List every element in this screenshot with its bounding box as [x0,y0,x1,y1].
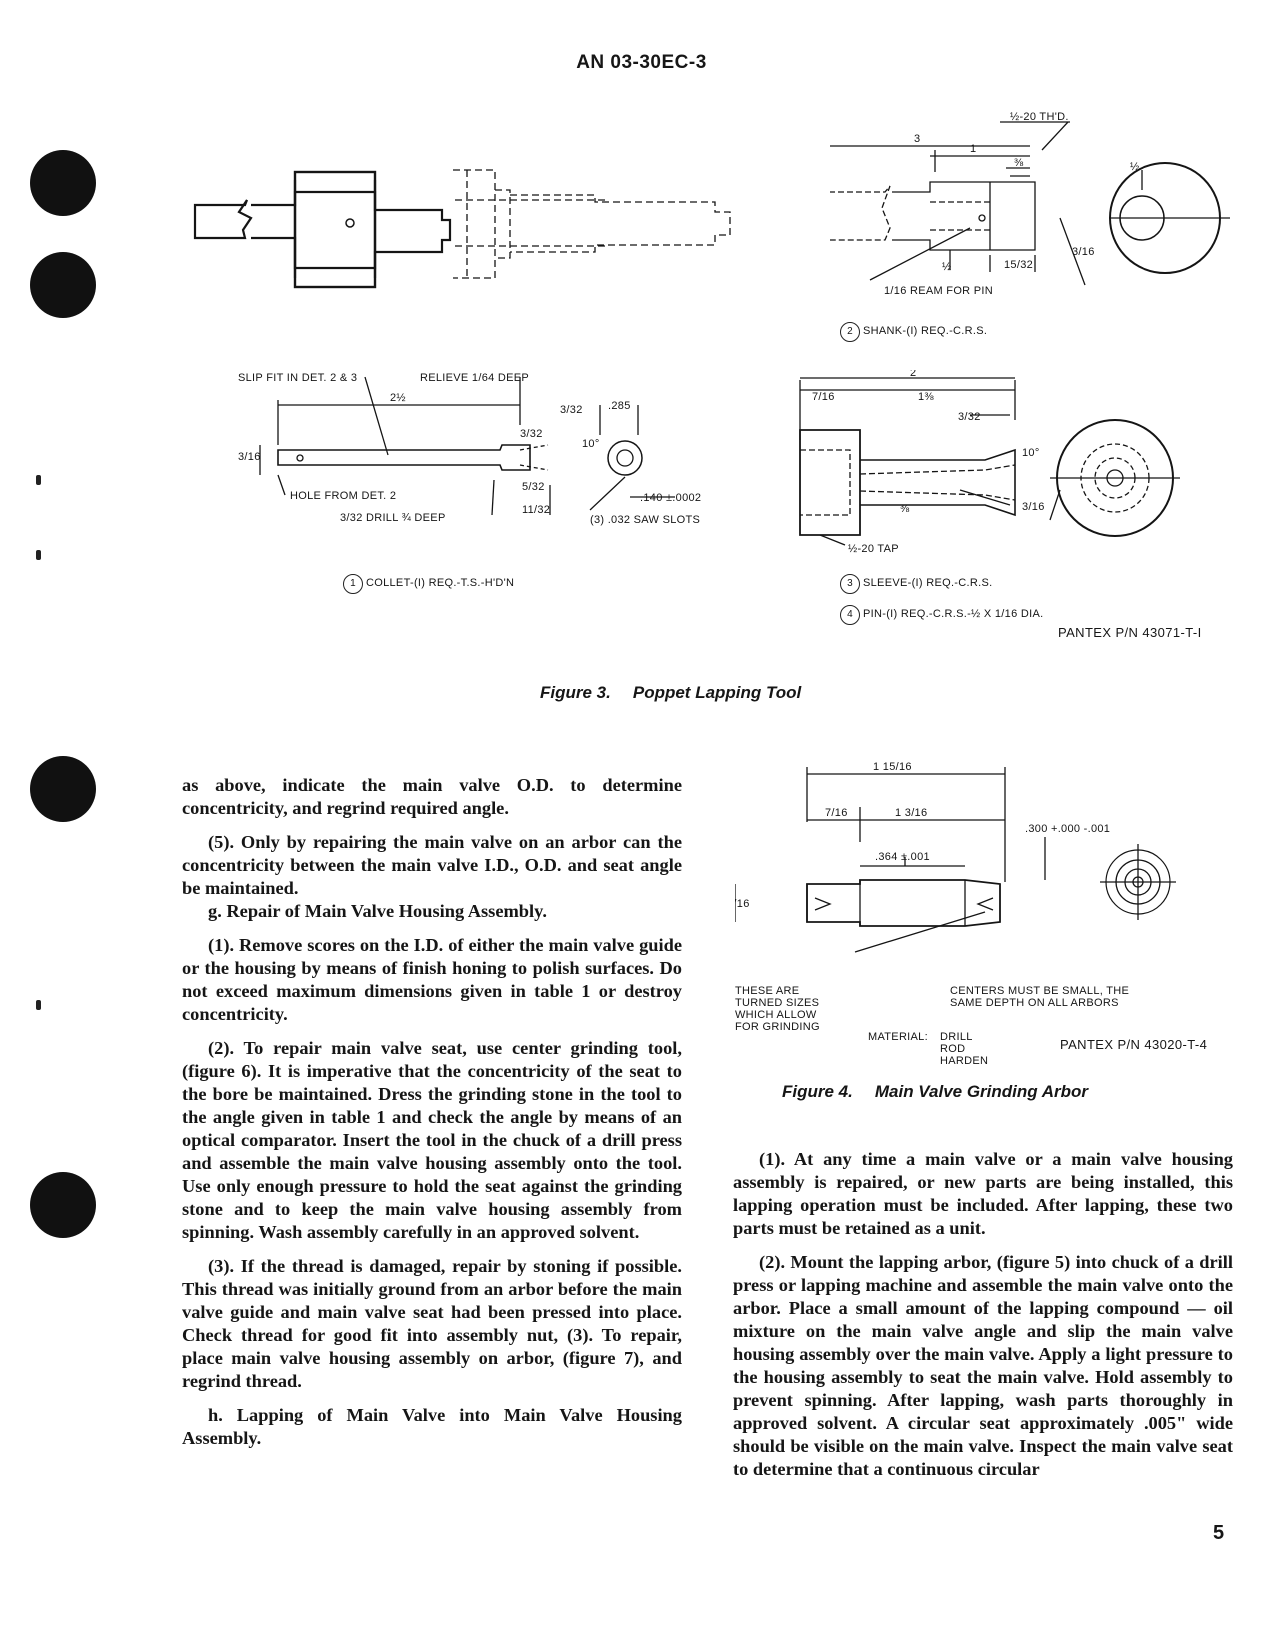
svg-text:3/16: 3/16 [238,451,261,463]
shank-label: SHANK-(I) REQ.-C.R.S. [863,325,988,337]
svg-text:3/16: 3/16 [1072,246,1095,258]
svg-text:1 3/16: 1 3/16 [895,807,927,819]
svg-text:1: 1 [970,143,976,155]
figure4-part-number: PANTEX P/N 43020-T-4 [1060,1037,1208,1052]
material-value: DRILL ROD HARDEN [940,1031,989,1067]
callout-circle: 2 [840,322,860,342]
svg-text:3/32: 3/32 [560,404,583,416]
svg-text:.364 ±.001: .364 ±.001 [875,851,930,863]
document-number: AN 03-30EC-3 [576,52,707,73]
margin-mark [36,550,41,560]
paragraph: (5). Only by repairing the main valve on… [182,832,682,898]
svg-text:3/32: 3/32 [520,428,543,440]
paragraph: (2). To repair main valve seat, use cent… [182,1038,682,1242]
svg-text:(3) .032 SAW SLOTS: (3) .032 SAW SLOTS [590,514,700,526]
left-column-text: as above, indicate the main valve O.D. t… [182,774,682,1450]
svg-text:HOLE FROM DET. 2: HOLE FROM DET. 2 [290,490,396,502]
sleeve-label: SLEEVE-(I) REQ.-C.R.S. [863,577,993,589]
figure3-part-number: PANTEX P/N 43071-T-I [1058,625,1202,640]
figure3-caption-title: Poppet Lapping Tool [632,683,802,702]
punch-hole-top [30,150,96,216]
assembly-drawing [193,169,731,289]
svg-text:RELIEVE 1/64 DEEP: RELIEVE 1/64 DEEP [420,372,529,384]
paragraph: (1). Remove scores on the I.D. of either… [182,935,682,1024]
collet-label: COLLET-(I) REQ.-T.S.-H'D'N [366,577,515,589]
svg-text:3/16: 3/16 [1022,501,1045,513]
svg-text:½: ½ [942,261,951,273]
svg-text:2: 2 [910,370,916,379]
right-column-text: (1). At any time a main valve or a main … [733,1148,1233,1481]
pin-label: PIN-(I) REQ.-C.R.S.-½ X 1/16 DIA. [863,608,1044,620]
figure3-caption: Figure 3. Poppet Lapping Tool [540,683,801,703]
paragraph: (1). At any time a main valve or a main … [733,1149,1233,1238]
punch-hole-middle [30,756,96,822]
svg-text:7/16: 7/16 [812,391,835,403]
margin-mark [36,1000,41,1010]
callout-circle: 4 [840,605,860,625]
material-label: MATERIAL: [868,1031,928,1043]
svg-text:3/32 DRILL ¾ DEEP: 3/32 DRILL ¾ DEEP [340,512,446,524]
svg-text:15/32: 15/32 [1004,259,1033,271]
svg-text:1 15/16: 1 15/16 [873,762,912,773]
svg-text:3/32: 3/32 [958,411,981,423]
svg-text:½-20 TH'D.: ½-20 TH'D. [1010,111,1069,123]
svg-text:2½: 2½ [390,392,406,404]
figure4-note-left: THESE ARE TURNED SIZES WHICH ALLOW FOR G… [735,985,820,1033]
slip-fit-note: SLIP FIT IN DET. 2 & 3 [238,372,357,384]
paragraph: (2). Mount the lapping arbor, (figure 5)… [733,1252,1233,1479]
svg-text:1/16 REAM FOR PIN: 1/16 REAM FOR PIN [884,285,993,297]
svg-text:10°: 10° [1022,447,1040,459]
svg-text:½: ½ [1130,161,1139,173]
page-number: 5 [1213,1522,1225,1544]
punch-hole-bottom [30,1172,96,1238]
svg-text:⅜: ⅜ [900,503,910,515]
svg-text:10°: 10° [582,438,600,450]
svg-text:5/32: 5/32 [522,481,545,493]
figure3-caption-number: Figure 3. [540,683,611,702]
callout-circle: 1 [343,574,363,594]
svg-text:½-20 TAP: ½-20 TAP [848,543,899,555]
callout-circle: 3 [840,574,860,594]
svg-text:7/16: 7/16 [825,807,848,819]
svg-text:7/16: 7/16 [735,898,750,910]
margin-mark [36,475,41,485]
figure4-caption-title: Main Valve Grinding Arbor [874,1082,1089,1101]
svg-text:.300 +.000 -.001: .300 +.000 -.001 [1025,823,1110,835]
paragraph: as above, indicate the main valve O.D. t… [182,775,682,818]
svg-text:3: 3 [914,133,920,145]
svg-text:.285: .285 [608,400,631,412]
collet-drawing: SLIP FIT IN DET. 2 & 3 RELIEVE 1/64 DEEP… [238,372,701,526]
section-heading: g. Repair of Main Valve Housing Assembly… [208,901,547,921]
shank-drawing: ½-20 TH'D. 3 1 ⅜ ⅜ ½ 3/16 ½ 15/32 1/16 R… [830,111,1230,297]
paragraph: (3). If the thread is damaged, repair by… [182,1256,682,1391]
sleeve-drawing: 2 7/16 1⅜ 3/32 10° ⅜ 3/16 ½-20 TAP [799,370,1180,555]
figure4-caption-number: Figure 4. [782,1082,853,1101]
arbor-drawing: 1 15/16 7/16 1 3/16 .364 ±.001 .300 +.00… [735,762,1176,953]
svg-text:11/32: 11/32 [522,504,550,516]
figure4-note-right: CENTERS MUST BE SMALL, THE SAME DEPTH ON… [950,985,1130,1009]
svg-text:1⅜: 1⅜ [918,391,934,403]
svg-text:⅜: ⅜ [1014,157,1024,169]
svg-text:.140 ±.0002: .140 ±.0002 [640,492,701,504]
figure4-caption: Figure 4. Main Valve Grinding Arbor [782,1082,1088,1102]
section-heading: h. Lapping of Main Valve into Main Valve… [182,1405,682,1448]
punch-hole-upper [30,252,96,318]
